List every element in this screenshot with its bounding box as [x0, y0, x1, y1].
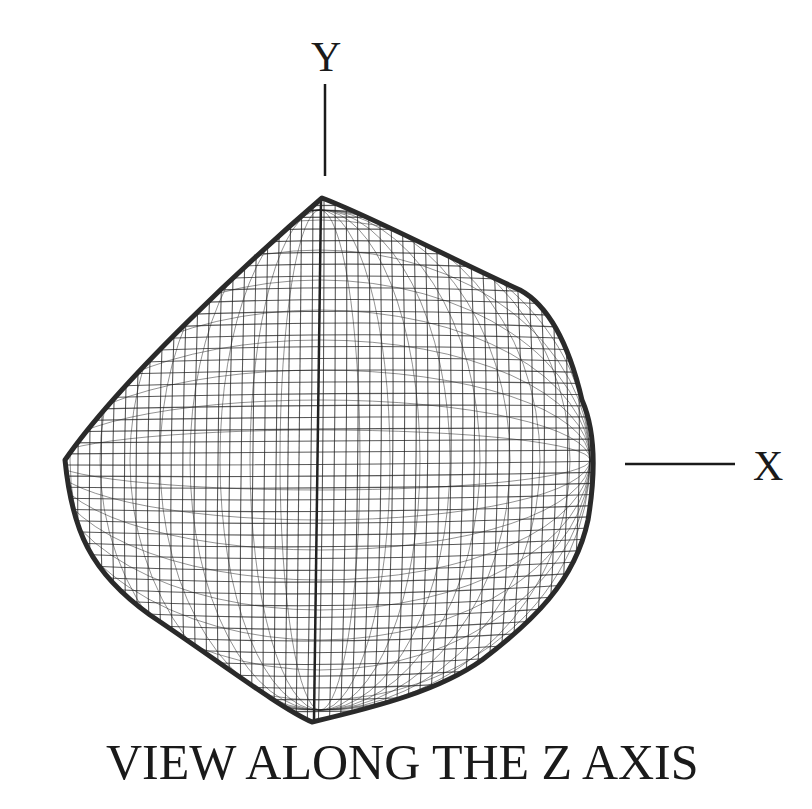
parallel-line: [50, 527, 610, 535]
y-axis-line: [324, 84, 327, 176]
meridian-line: [571, 180, 591, 740]
meridian-line: [136, 180, 148, 740]
parallel-line: [50, 637, 610, 653]
meridian-line: [182, 180, 192, 740]
meridian-line: [159, 180, 170, 740]
meridian-line: [516, 180, 533, 740]
meridian-line: [406, 180, 416, 740]
parallel-line: [50, 681, 610, 700]
parallel-line: [50, 346, 610, 355]
meridian-line: [593, 180, 614, 740]
meridian-line: [89, 180, 104, 740]
parallel-line: [50, 483, 610, 488]
parallel-line: [50, 217, 610, 234]
parallel-line: [50, 703, 610, 723]
parallel-line: [50, 241, 610, 256]
ellipse-line: [50, 370, 590, 550]
meridian-line: [417, 180, 428, 740]
center-meridian: [314, 200, 321, 720]
ellipse-line: [50, 430, 590, 490]
parallel-line: [50, 229, 610, 245]
meridian-line: [549, 180, 568, 740]
parallel-line: [50, 472, 610, 477]
axis-label: X: [753, 445, 783, 487]
parallel-line: [50, 335, 610, 344]
parallel-line: [50, 659, 610, 676]
meridian-line: [263, 180, 269, 740]
parallel-line: [50, 450, 610, 454]
parallel-line: [50, 252, 610, 267]
ellipse-line: [50, 340, 590, 580]
meridian-line: [285, 180, 291, 740]
axis-label: Y: [311, 36, 341, 78]
meridian-line: [252, 180, 258, 740]
parallel-line: [50, 461, 610, 465]
meridian-line: [505, 180, 521, 740]
figure-caption: VIEW ALONG THE Z AXIS: [106, 737, 699, 787]
meridian-line: [527, 180, 544, 740]
meridian-line: [494, 180, 509, 740]
shape-outline: [65, 198, 593, 722]
meridian-line: [124, 180, 137, 740]
meridian-line: [43, 180, 60, 740]
meridian-line: [229, 180, 236, 740]
parallel-line: [50, 182, 610, 201]
meridian-line: [66, 180, 82, 740]
meridian-line: [78, 180, 93, 740]
wireframe-grid: [40, 170, 614, 747]
meridian-line: [148, 180, 159, 740]
meridian-line: [171, 180, 181, 740]
ellipse-line: [50, 400, 590, 520]
x-axis-line: [625, 463, 735, 466]
parallel-line: [50, 358, 610, 366]
meridian-line: [194, 180, 203, 740]
parallel-line: [50, 626, 610, 641]
parallel-line: [50, 648, 610, 665]
parallel-line: [50, 670, 610, 688]
parallel-line: [50, 393, 610, 399]
parallel-line: [50, 417, 610, 421]
parallel-line: [50, 276, 610, 289]
shape-fill: [65, 198, 593, 722]
parallel-line: [50, 538, 610, 547]
meridian-line: [439, 180, 451, 740]
meridian-line: [538, 180, 556, 740]
parallel-line: [50, 311, 610, 322]
parallel-line: [50, 170, 610, 190]
parallel-line: [50, 582, 610, 594]
